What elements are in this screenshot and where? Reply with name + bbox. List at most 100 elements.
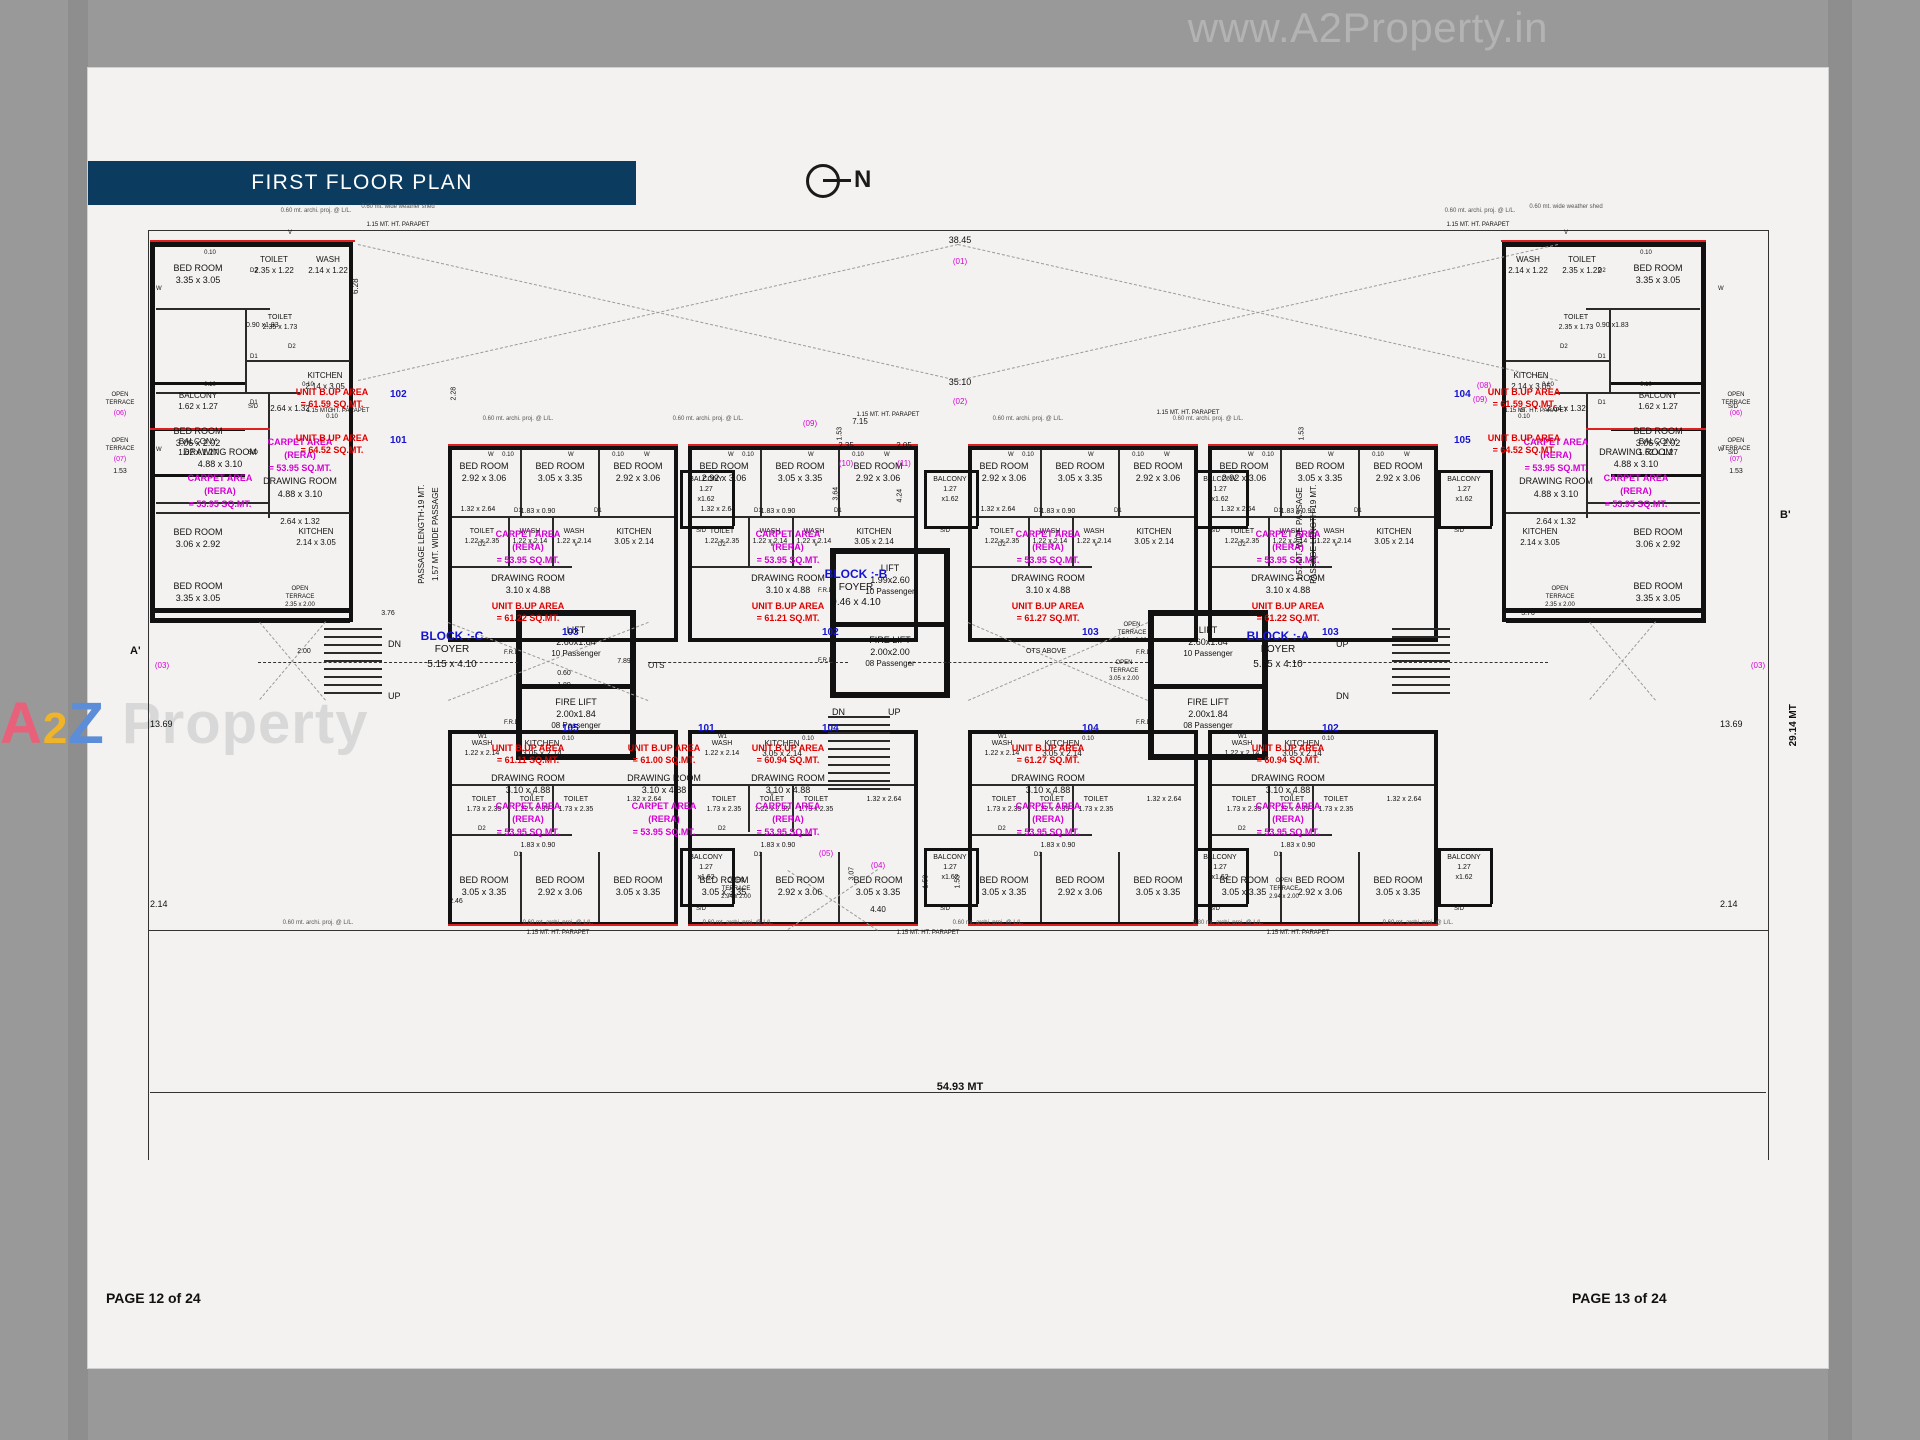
unit-number: 103 [1082,627,1099,638]
drawing-room-label: 3.10 x 4.88 [505,785,551,795]
dim-2-00: 2.00 [297,648,311,655]
balcony-label: 1.62 x 1.27 [1638,448,1678,457]
partition-horizontal [972,516,1194,518]
toilet-label: TOILET [1563,314,1589,321]
opening-dim: 2.64 x 1.32 [1546,404,1586,413]
annotation-note: 0.60 mt. wide weather shed [361,204,435,210]
window-tag: W [1248,452,1254,458]
door-dim: 1.83 x 0.90 [1040,842,1076,849]
wall-thickness: 0.10 [1082,736,1094,742]
wall-horizontal [1506,242,1706,247]
toilet-label: TOILET [563,796,589,803]
projection-line-h [1208,444,1438,446]
wall-thickness: 0.10 [852,452,864,458]
mark-03: (03) [154,661,170,670]
carpet-area-block: CARPET AREA [1015,529,1081,539]
carpet-area-block: = 53.95 SQ.MT. [1524,463,1588,473]
partition-horizontal [1212,566,1332,568]
drawing-room-label: DRAWING ROOM [751,773,825,783]
block-foyer-label: BLOCK :-A [1246,629,1310,643]
open-terrace-label: TERRACE [105,446,135,452]
drawing-room-label: 3.10 x 4.88 [641,785,687,795]
partition-horizontal [692,834,812,836]
open-terrace-label: TERRACE [285,594,315,600]
wall-thickness: 0.10 [1640,382,1652,388]
lift-label: LIFT [1198,625,1218,635]
wall-vertical [1434,446,1438,642]
partition-vertical [1040,852,1042,922]
block-foyer-label: 9.46 x 4.10 [831,597,881,608]
balcony-label: BALCONY [933,854,967,861]
partition-horizontal [452,834,572,836]
unit-number: 103 [562,627,579,638]
lift-label: 1.99x2.60 [870,575,910,585]
partition-horizontal [1506,512,1588,514]
toilet-label: TOILET [1568,255,1596,264]
bed-room-label: 3.35 x 3.05 [1635,275,1681,285]
kitchen-label: KITCHEN [764,739,800,748]
partition-horizontal [452,784,674,786]
wall-vertical [924,848,927,904]
window-tag: W [808,452,814,458]
toilet-label: TOILET [1229,528,1255,535]
parapet-note: 1.15 MT. HT. PARAPET [1156,410,1220,416]
unit-bup-block: = 61.21 SQ.MT. [756,613,820,623]
door-tag: D1 [1114,508,1122,514]
kitchen-label: 2.14 x 3.05 [296,538,336,547]
partition-horizontal [1392,628,1450,630]
carpet-area-block: CARPET AREA [631,801,697,811]
unit-bup-block: UNIT B.UP AREA [295,387,369,397]
dim-4-24: 4.24 [896,488,904,503]
fire-lift-label: FIRE LIFT [1187,697,1229,707]
lift-label: 10 Passenger [1183,649,1233,658]
wall-horizontal [1194,904,1248,907]
unit-bup-block: UNIT B.UP AREA [1487,387,1561,397]
dim-3-64: 3.64 [832,486,840,501]
unit-number: 102 [390,389,407,400]
fire-lift-label: FIRE LIFT [869,635,911,645]
toilet-label: 1.73 x 2.35 [986,806,1022,813]
wall-horizontal [1208,730,1438,734]
bed-room-label: BED ROOM [1055,461,1105,471]
mark-07: (07) [1729,456,1743,463]
wash-label: 1.22 x 2.14 [752,538,788,545]
wash-label: WASH [1323,528,1345,535]
open-terrace-label: TERRACE [1117,630,1147,636]
unit-bup-block: = 64.52 SQ.MT. [1492,445,1556,455]
wall-vertical [674,446,678,642]
balcony-label: 1.27 [1457,864,1471,871]
ventilator-tag: V [287,230,293,236]
window-tag: W [884,452,890,458]
bed-room-label: BED ROOM [613,461,663,471]
wall-horizontal [150,474,245,477]
mark-01: (01) [952,257,968,266]
bed-room-label: 2.92 x 3.06 [855,473,901,483]
toilet-label: TOILET [260,255,288,264]
dim-1-89: 1.89 [557,682,571,689]
partition-vertical [598,852,600,922]
watermark-center: A2Z Property [0,691,369,756]
open-terrace-label: OPEN [1551,586,1569,592]
toilet-label: 2.35 x 1.73 [1558,324,1594,331]
toilet-label: TOILET [519,796,545,803]
partition-horizontal [1212,834,1332,836]
toilet-label: 1.73 x 2.35 [1318,806,1354,813]
wash-label: WASH [759,528,781,535]
wall-horizontal [830,692,950,698]
partition-horizontal [324,692,382,694]
wall-horizontal [830,622,950,627]
window-tag: W [156,447,162,453]
toilet-label: TOILET [709,528,735,535]
wall-vertical [944,622,950,698]
projection-line-h [1501,240,1706,242]
ventilator-tag: V [1050,792,1055,798]
unit-bup-block: = 61.27 SQ.MT. [1016,613,1080,623]
parapet-note: 1.15 MT. HT. PARAPET [306,408,370,414]
left-gutter [68,0,88,1440]
parapet-note: 1.15 MT. HT. PARAPET [856,412,920,418]
mark-03: (03) [1750,661,1766,670]
wall-horizontal [1194,848,1248,851]
wall-vertical [680,470,683,526]
bed-room-label: 2.92 x 3.06 [777,887,823,897]
bed-room-label: BED ROOM [535,461,585,471]
